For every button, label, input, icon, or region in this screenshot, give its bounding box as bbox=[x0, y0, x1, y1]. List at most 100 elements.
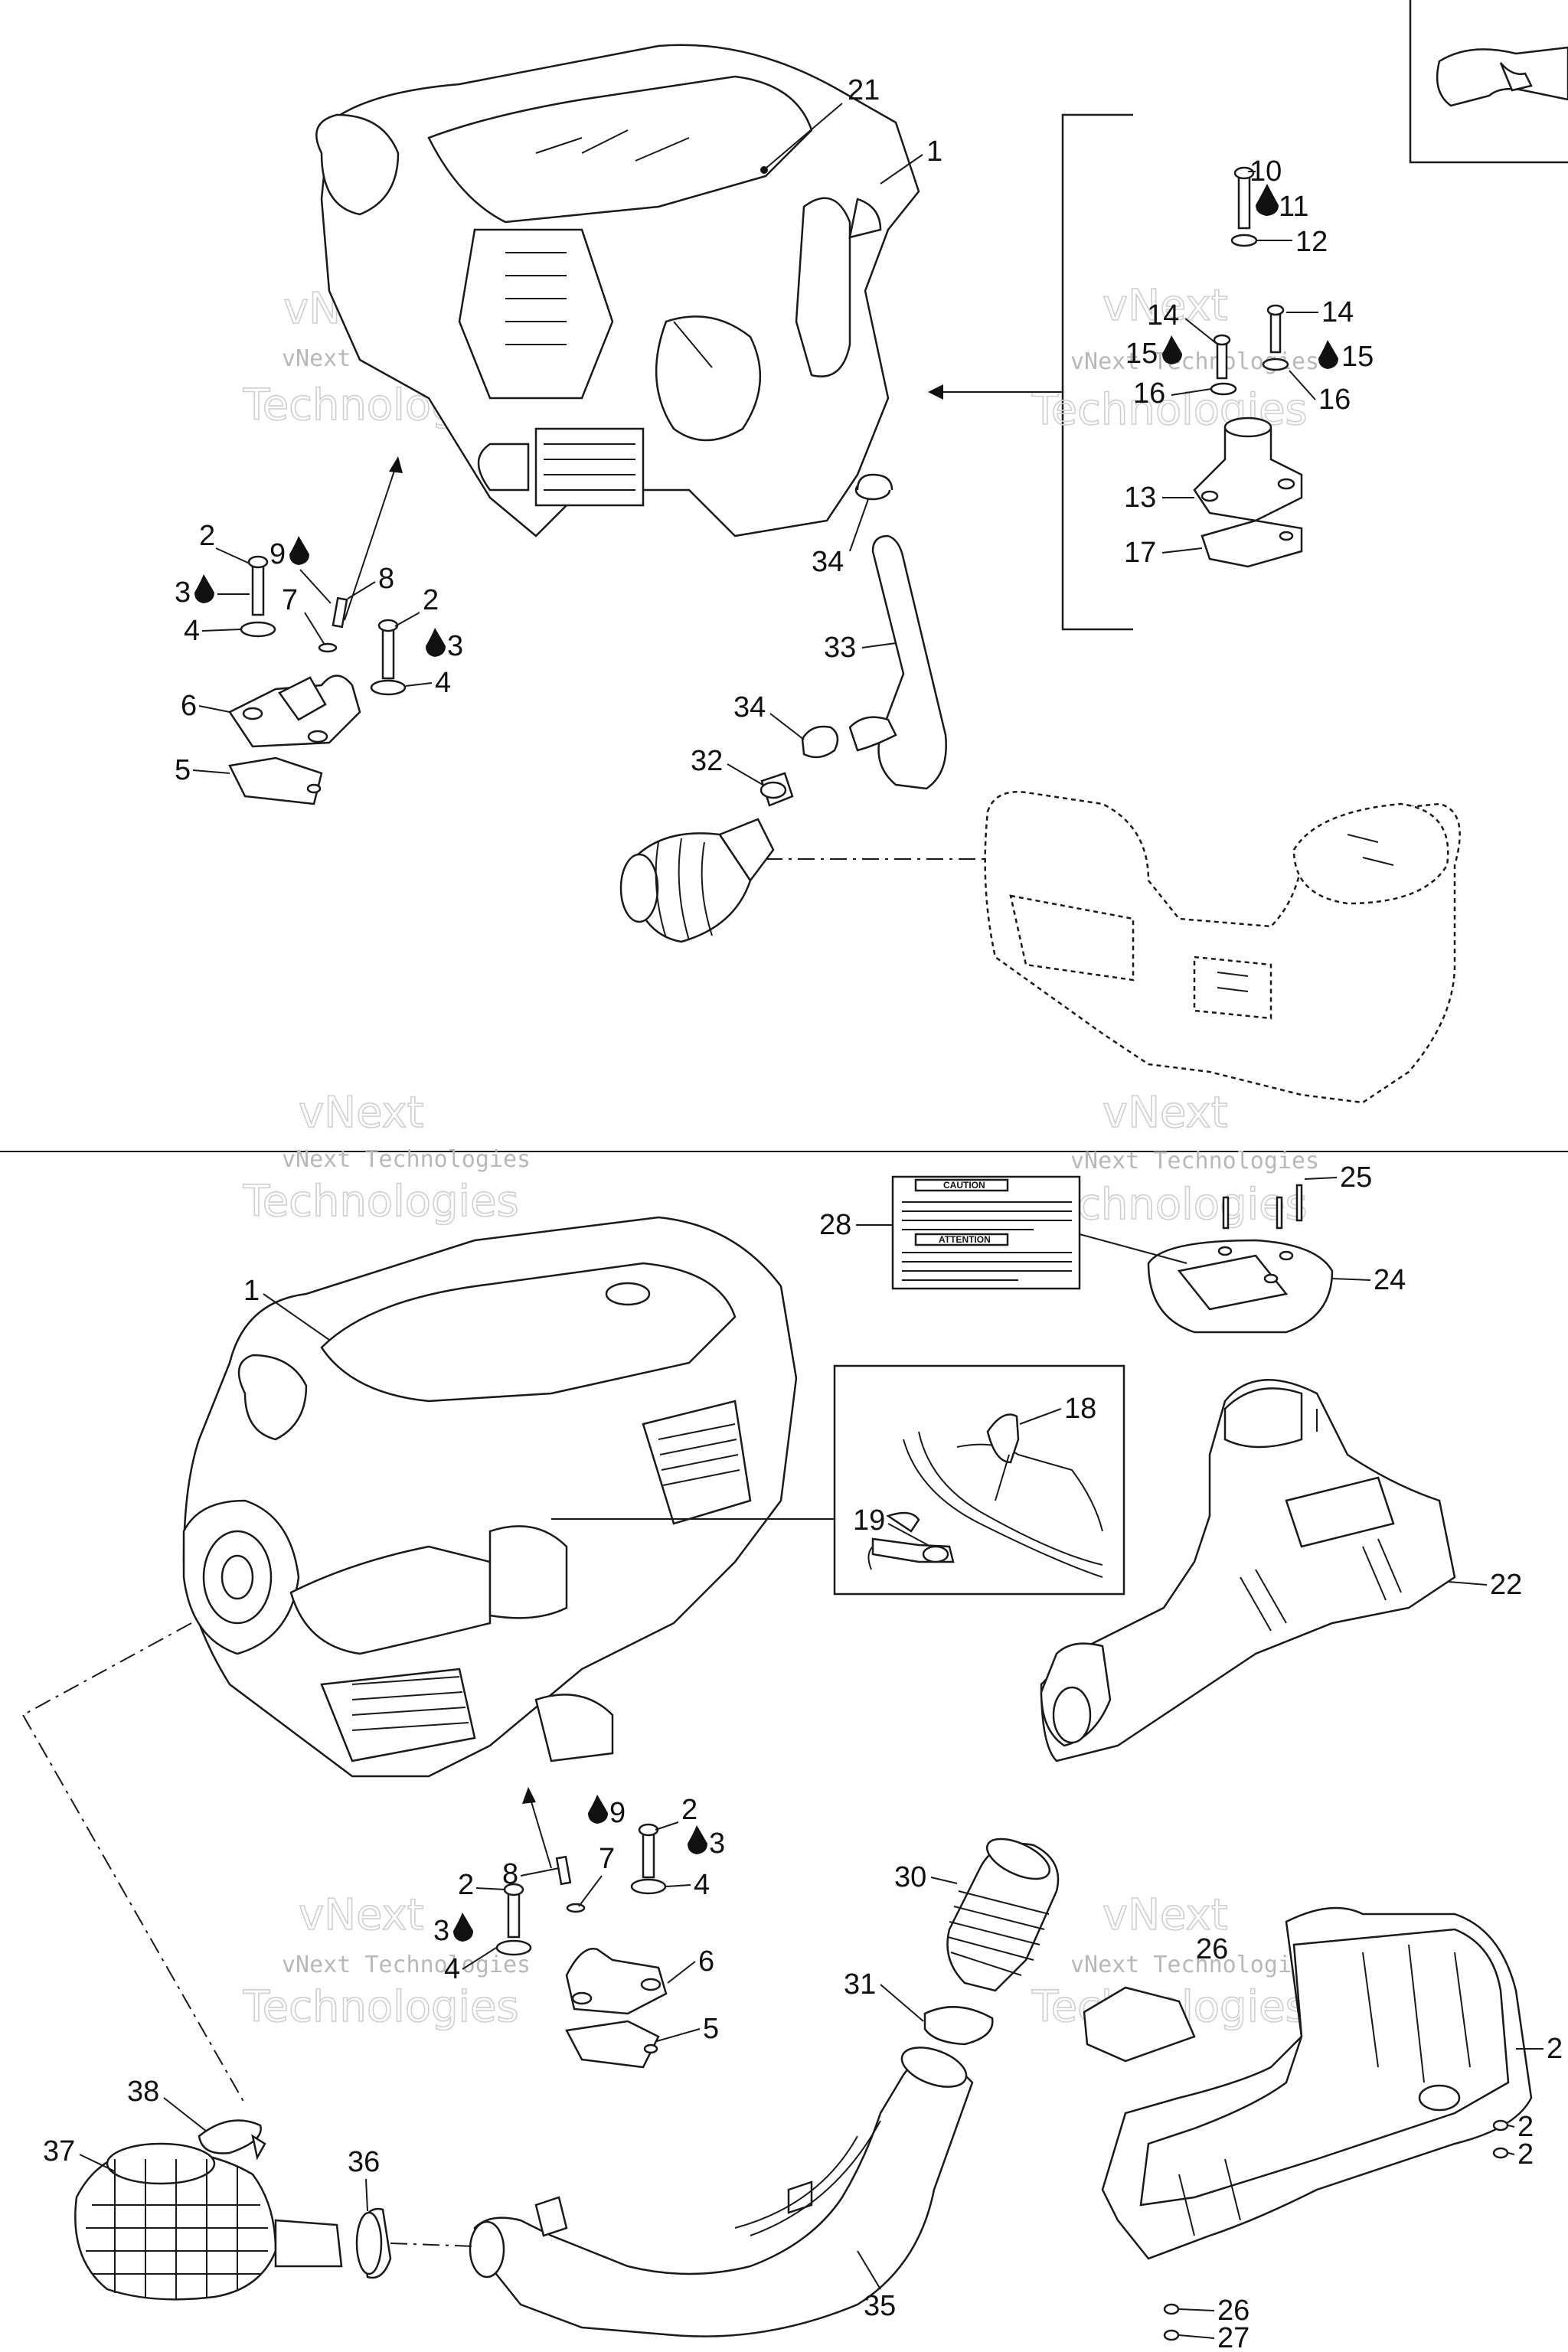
callout-3-bottom-left: 3 bbox=[433, 1915, 449, 1947]
callout-35: 35 bbox=[864, 2290, 896, 2322]
watermark-3: vNext vNext Technologies Technologies bbox=[242, 1087, 531, 1227]
callout-33: 33 bbox=[824, 632, 856, 664]
watermark-2: vNext vNext Technologies Technologies bbox=[1031, 280, 1319, 436]
callout-8-top: 8 bbox=[378, 563, 394, 595]
callout-1-top: 1 bbox=[926, 136, 942, 168]
top-section: 21 1 10 11 12 14 15 16 14 15 16 13 bbox=[175, 44, 1568, 1104]
air-box-22 bbox=[1040, 1379, 1456, 1762]
callout-1-bottom: 1 bbox=[243, 1275, 260, 1307]
callout-7-bottom: 7 bbox=[599, 1843, 615, 1875]
callout-27: 27 bbox=[1217, 2322, 1250, 2352]
harness-inset-frame bbox=[833, 1364, 1125, 1596]
callout-15-left: 15 bbox=[1125, 338, 1158, 370]
warning-label-28: CAUTION ATTENTION bbox=[891, 1175, 1081, 1290]
callout-22: 22 bbox=[1490, 1569, 1522, 1601]
callout-2x-right: 2 bbox=[1547, 2033, 1563, 2065]
clamp-36 bbox=[355, 2207, 392, 2279]
frames bbox=[0, 0, 1568, 1596]
mount-assembly-top-right bbox=[1193, 166, 1303, 568]
harness-inset bbox=[867, 1413, 1103, 1578]
svg-text:vNext: vNext bbox=[1102, 1088, 1228, 1138]
callout-36: 36 bbox=[348, 2146, 380, 2178]
callout-28: 28 bbox=[819, 1209, 851, 1241]
callout-6-top: 6 bbox=[181, 690, 197, 722]
callout-9-top: 9 bbox=[270, 538, 286, 570]
callout-9-bottom: 9 bbox=[609, 1797, 626, 1829]
callout-38: 38 bbox=[127, 2076, 159, 2108]
label-heading-caution: CAUTION bbox=[943, 1180, 985, 1191]
inset-clip bbox=[1436, 46, 1568, 107]
callout-24: 24 bbox=[1374, 1264, 1406, 1296]
svg-text:Technologies: Technologies bbox=[243, 1982, 519, 2032]
mount-assembly-bottom bbox=[495, 1787, 668, 2069]
engine-top bbox=[315, 44, 920, 537]
callout-3-bottom-right: 3 bbox=[709, 1828, 725, 1860]
callout-34-upper: 34 bbox=[812, 546, 844, 578]
callout-12: 12 bbox=[1295, 226, 1328, 258]
callout-6-bottom: 6 bbox=[698, 1945, 714, 1978]
clamp-31 bbox=[923, 2006, 994, 2046]
callout-5-top: 5 bbox=[175, 754, 191, 786]
air-box-top-dashed bbox=[984, 791, 1461, 1104]
callout-19: 19 bbox=[853, 1504, 885, 1537]
callout-2a-right: 2 bbox=[1517, 2111, 1534, 2143]
callout-14-left: 14 bbox=[1147, 299, 1179, 332]
engine-mount-bracket-frame bbox=[1061, 113, 1133, 631]
callout-2-bottom-right: 2 bbox=[681, 1794, 697, 1826]
svg-text:vNext: vNext bbox=[299, 1890, 424, 1940]
clamp-38 bbox=[198, 2119, 266, 2161]
bottom-section: CAUTION ATTENTION bbox=[22, 1161, 1563, 2352]
callout-32: 32 bbox=[691, 745, 723, 777]
callout-30: 30 bbox=[894, 1861, 926, 1893]
callout-25: 25 bbox=[1340, 1161, 1372, 1194]
flex-duct-30 bbox=[946, 1838, 1060, 1992]
top-right-inset-frame bbox=[1409, 0, 1568, 164]
callout-15-right: 15 bbox=[1341, 341, 1374, 373]
callout-26-bottom: 26 bbox=[1217, 2295, 1250, 2327]
svg-text:Technologies: Technologies bbox=[243, 1177, 519, 1227]
svg-text:vNext Technologies: vNext Technologies bbox=[1070, 1148, 1319, 1174]
callout-5-bottom: 5 bbox=[703, 2013, 719, 2045]
air-box-cover-24 bbox=[1147, 1184, 1334, 1334]
watermark-5: vNext vNext Technologies Technologies bbox=[242, 1890, 531, 2033]
callout-17: 17 bbox=[1124, 537, 1156, 569]
flex-duct-37 bbox=[74, 2142, 343, 2301]
mount-assembly-top-left bbox=[228, 555, 407, 805]
callout-16-left: 16 bbox=[1133, 377, 1165, 410]
callout-18: 18 bbox=[1064, 1393, 1096, 1425]
label-heading-attention: ATTENTION bbox=[939, 1234, 991, 1245]
lower-air-box bbox=[1083, 1906, 1533, 2341]
callout-2b-right: 2 bbox=[1517, 2138, 1534, 2171]
flex-duct-top bbox=[619, 818, 775, 943]
svg-text:vNext: vNext bbox=[299, 1088, 424, 1138]
air-duct-35 bbox=[469, 2047, 974, 2337]
svg-text:vNext: vNext bbox=[1102, 281, 1228, 331]
callout-4-top-left: 4 bbox=[184, 615, 200, 647]
inset-clip-notch bbox=[1499, 62, 1533, 92]
svg-text:vNext: vNext bbox=[1102, 1890, 1228, 1940]
callout-7-top: 7 bbox=[282, 584, 298, 616]
callouts-top: 21 1 10 11 12 14 15 16 14 15 16 13 bbox=[175, 74, 1374, 786]
callout-2-top-left: 2 bbox=[199, 520, 215, 552]
callout-8-bottom: 8 bbox=[502, 1858, 518, 1890]
callout-4-bottom-right: 4 bbox=[694, 1869, 710, 1901]
engine-bottom bbox=[182, 1216, 798, 1778]
callout-4-top-right: 4 bbox=[435, 667, 451, 699]
mount-arrow-top bbox=[344, 459, 399, 621]
callout-3-top-right: 3 bbox=[447, 630, 463, 662]
callout-2-top-right: 2 bbox=[423, 584, 439, 616]
svg-text:vNext Technologies: vNext Technologies bbox=[1070, 1952, 1319, 1978]
callout-16-right: 16 bbox=[1318, 384, 1351, 416]
hose-33 bbox=[760, 473, 947, 807]
callout-21-top: 21 bbox=[848, 74, 880, 106]
callout-4-bottom-left: 4 bbox=[444, 1953, 460, 1985]
callout-2-bottom-left: 2 bbox=[458, 1869, 474, 1901]
callout-14-right: 14 bbox=[1321, 296, 1354, 328]
svg-text:vNext Technologies: vNext Technologies bbox=[282, 1146, 531, 1173]
svg-text:vNext Technologies: vNext Technologies bbox=[282, 1952, 531, 1978]
callouts-bottom: 28 25 24 1 18 19 22 2 3 4 9 8 bbox=[43, 1161, 1563, 2352]
callout-31: 31 bbox=[844, 1968, 876, 2001]
callout-3-top-left: 3 bbox=[175, 577, 191, 609]
callout-26-top: 26 bbox=[1196, 1933, 1228, 1965]
